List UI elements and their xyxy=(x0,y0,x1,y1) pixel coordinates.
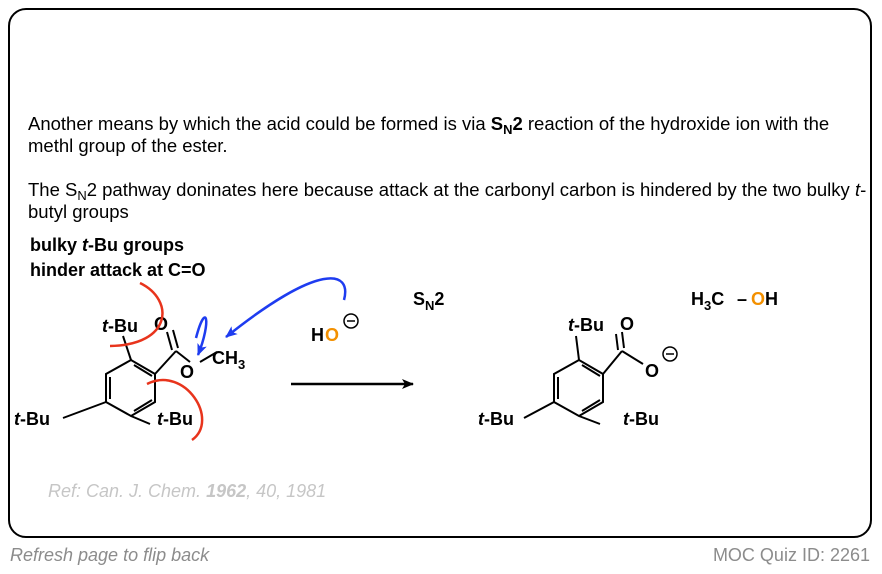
text-span: 2 pathway doninates here because attack … xyxy=(86,179,855,200)
reference-citation: Ref: Can. J. Chem. 1962, 40, 1981 xyxy=(48,481,326,502)
text-span: The S xyxy=(28,179,78,200)
product-carbonyl-oxygen: O xyxy=(620,314,634,334)
methanol-bond: – xyxy=(737,289,747,309)
tbu-top-label: t-Bu xyxy=(102,316,138,336)
methanol-oxygen: O xyxy=(751,289,765,309)
tbu-left-label: t-Bu xyxy=(14,409,50,429)
text-span: t xyxy=(854,179,861,200)
bulky-arc-top xyxy=(109,281,164,348)
text-span: Another means by which the acid could be… xyxy=(28,113,491,134)
text-span: reaction of the hydroxide ion with the m… xyxy=(28,113,830,156)
reactant-labels: t-Bu O O CH3 t-Bu t-Bu xyxy=(14,314,245,429)
text-span: 1962 xyxy=(206,481,247,501)
negative-charge-icon xyxy=(343,313,359,329)
text-span: S xyxy=(490,113,504,134)
hydroxide-ion: H O xyxy=(311,325,339,345)
text-span: 2 xyxy=(512,113,523,134)
content-card xyxy=(8,8,872,538)
bond-cleavage-arrow xyxy=(194,316,208,356)
product-carboxylate xyxy=(523,331,644,425)
sn2-label: SN2 xyxy=(413,289,444,313)
nucleophile-attack-arrow xyxy=(225,277,347,338)
text-span: -butyl groups xyxy=(28,179,867,222)
text-span: Can. J. Chem. xyxy=(86,481,202,501)
bulky-arc-bottom xyxy=(146,378,204,442)
bulky-note-line1: bulky t-Bu groups xyxy=(30,235,184,255)
text-span: , 40, 1981 xyxy=(246,481,327,501)
hydroxide-h: H xyxy=(311,325,324,345)
text-span: N xyxy=(503,122,513,137)
product-tbu-top: t-Bu xyxy=(568,315,604,335)
quiz-id: MOC Quiz ID: 2261 xyxy=(712,545,870,565)
product-carboxylate-oxygen: O xyxy=(645,361,659,381)
ester-oxygen: O xyxy=(180,362,194,382)
methyl-group: CH3 xyxy=(212,348,245,372)
refresh-hint[interactable]: Refresh page to flip back xyxy=(10,545,210,565)
tbu-bottom-label: t-Bu xyxy=(157,409,193,429)
carboxylate-charge-icon xyxy=(662,346,678,362)
product-tbu-bottom: t-Bu xyxy=(623,409,659,429)
product-labels: t-Bu O O t-Bu t-Bu xyxy=(478,314,659,429)
bulky-note-line2: hinder attack at C=O xyxy=(30,260,206,280)
paragraph-sn2-explanation: The SN2 pathway doninates here because a… xyxy=(28,179,868,223)
methanol: H3C – O H xyxy=(691,289,778,313)
paragraph-sn2-intro: Another means by which the acid could be… xyxy=(28,113,868,157)
methanol-hydrogen: H xyxy=(765,289,778,309)
text-span: Ref: xyxy=(48,481,87,501)
hydroxide-o: O xyxy=(325,325,339,345)
text-span: N xyxy=(77,188,87,203)
product-tbu-left: t-Bu xyxy=(478,409,514,429)
reactant-ester xyxy=(62,329,218,425)
methanol-methyl: H3C xyxy=(691,289,724,313)
